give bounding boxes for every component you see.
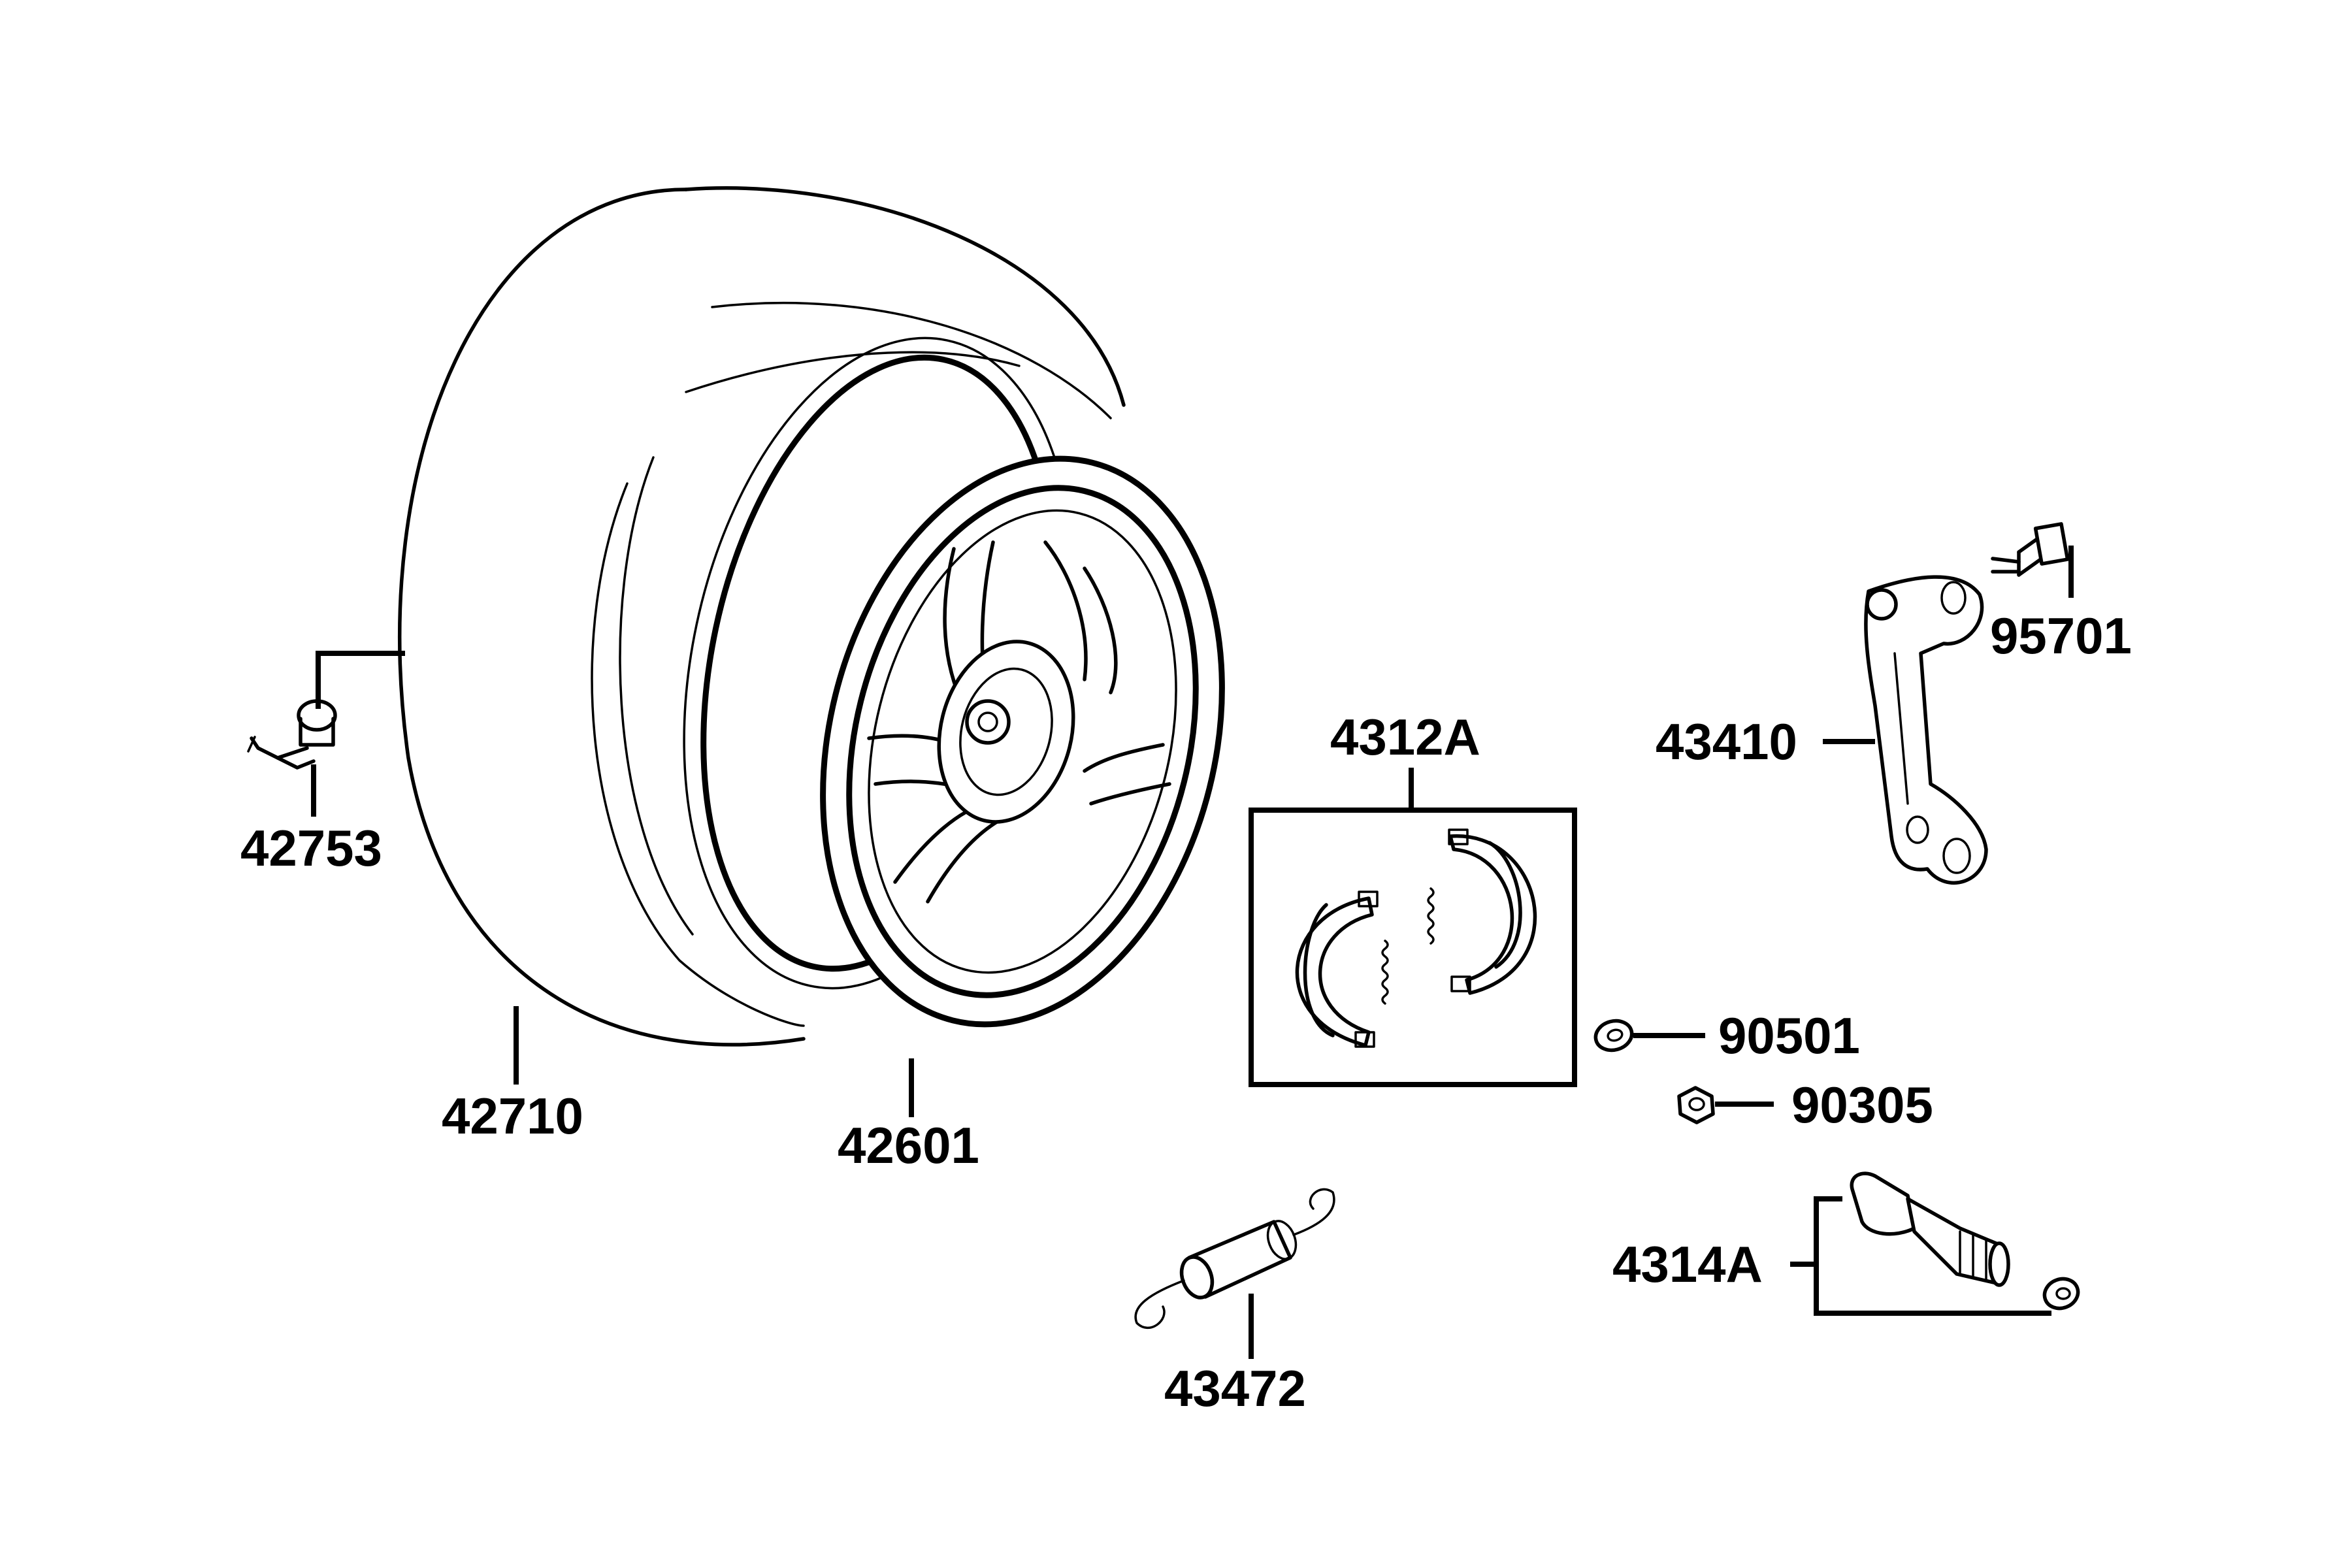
label-rim: 42601 [838, 1117, 979, 1174]
label-valve: 42753 [240, 819, 382, 877]
label-washer: 90501 [1718, 1007, 1860, 1064]
label-brake-shoe-set: 4312A [1330, 708, 1480, 766]
brake-shoe-drawing [1249, 808, 1577, 1087]
rim-drawing [820, 455, 1225, 1028]
valve-drawing [247, 699, 337, 770]
spring-drawing [1134, 1188, 1335, 1329]
label-brake-cam-set: 4314A [1612, 1235, 1763, 1293]
label-spring: 43472 [1164, 1360, 1306, 1417]
bolt-drawing [1991, 522, 2070, 577]
brake-cam-drawing [1850, 1171, 2080, 1311]
washer-drawing [1593, 1019, 1634, 1053]
nut-drawing [1677, 1086, 1715, 1124]
label-nut: 90305 [1791, 1076, 1933, 1134]
leader-lines [311, 546, 2074, 1359]
label-bolt: 95701 [1990, 607, 2132, 664]
brake-arm-drawing [1864, 575, 1988, 885]
label-brake-arm: 43410 [1656, 713, 1797, 770]
label-tire: 42710 [442, 1087, 583, 1145]
